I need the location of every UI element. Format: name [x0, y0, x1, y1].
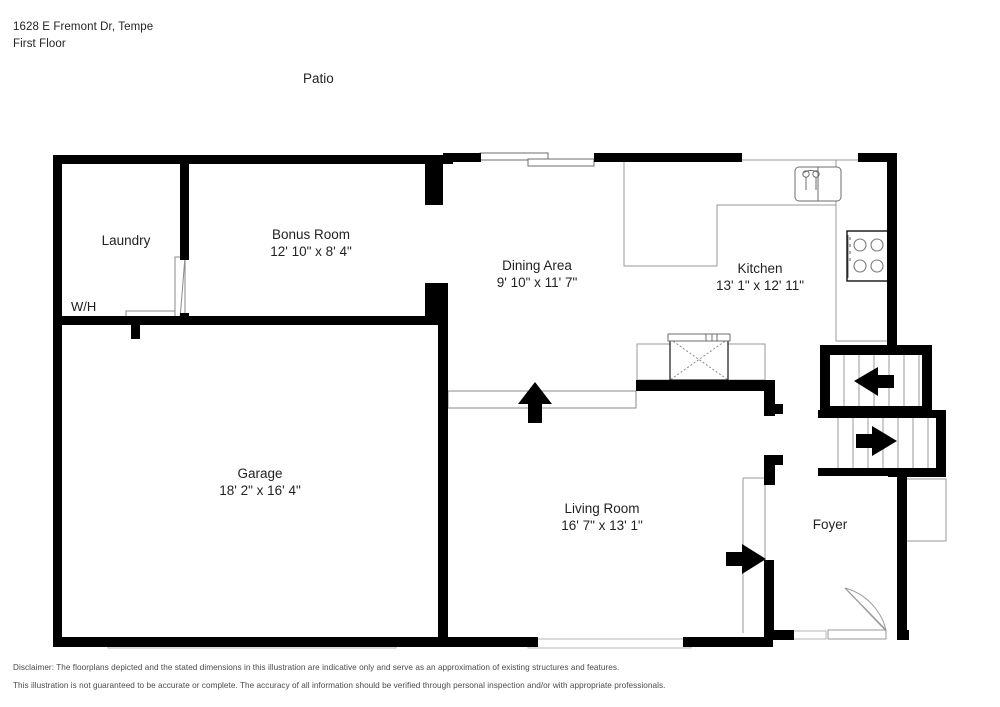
room-label-foyer: Foyer	[813, 516, 848, 533]
room-label-bonus-room: Bonus Room 12' 10" x 8' 4"	[270, 226, 352, 260]
room-name-kitchen: Kitchen	[737, 261, 783, 276]
room-label-kitchen: Kitchen 13' 1" x 12' 11"	[716, 260, 804, 294]
patio-sliding-door	[479, 152, 595, 167]
floor-label: First Floor	[13, 38, 66, 50]
entry-arrow	[726, 544, 766, 574]
room-label-dining-area: Dining Area 9' 10" x 11' 7"	[497, 257, 578, 291]
room-name-living-room: Living Room	[564, 501, 640, 516]
room-name-dining-area: Dining Area	[502, 258, 572, 273]
stove-control-panel	[847, 235, 851, 278]
step-up-arrow	[518, 382, 552, 423]
room-name-bonus-room: Bonus Room	[271, 227, 351, 242]
patio-label: Patio	[303, 71, 334, 86]
room-name-laundry: Laundry	[101, 233, 151, 248]
living-room-window	[527, 638, 692, 649]
living-room-built-ins	[636, 343, 766, 381]
room-label-garage: Garage 18' 2" x 16' 4"	[219, 465, 301, 499]
disclaimer-line-2: This illustration is not guaranteed to b…	[13, 681, 666, 690]
water-heater-label: W/H	[71, 299, 97, 314]
stairs-down-arrow	[856, 426, 897, 456]
walls	[53, 153, 946, 647]
room-dimensions-living-room: 16' 7" x 13' 1"	[561, 518, 643, 533]
stove-burners	[853, 238, 884, 273]
fireplace-mantel	[667, 333, 731, 342]
laundry-door	[125, 256, 186, 321]
room-label-living-room: Living Room 16' 7" x 13' 1"	[561, 500, 643, 534]
room-dimensions-garage: 18' 2" x 16' 4"	[219, 483, 301, 498]
room-dimensions-bonus-room: 12' 10" x 8' 4"	[270, 244, 352, 259]
room-label-laundry: Laundry	[102, 232, 151, 249]
disclaimer-line-1: Disclaimer: The floorplans depicted and …	[13, 663, 620, 672]
room-dimensions-dining-area: 9' 10" x 11' 7"	[496, 275, 578, 290]
room-dimensions-kitchen: 13' 1" x 12' 11"	[715, 278, 805, 293]
kitchen-sink	[794, 166, 842, 202]
room-name-foyer: Foyer	[812, 517, 848, 532]
kitchen-stove	[846, 230, 891, 282]
stairs-up-arrow	[854, 367, 894, 396]
foyer-entry-door	[827, 587, 887, 640]
room-name-garage: Garage	[237, 466, 283, 481]
property-address: 1628 E Fremont Dr, Tempe	[13, 21, 154, 33]
